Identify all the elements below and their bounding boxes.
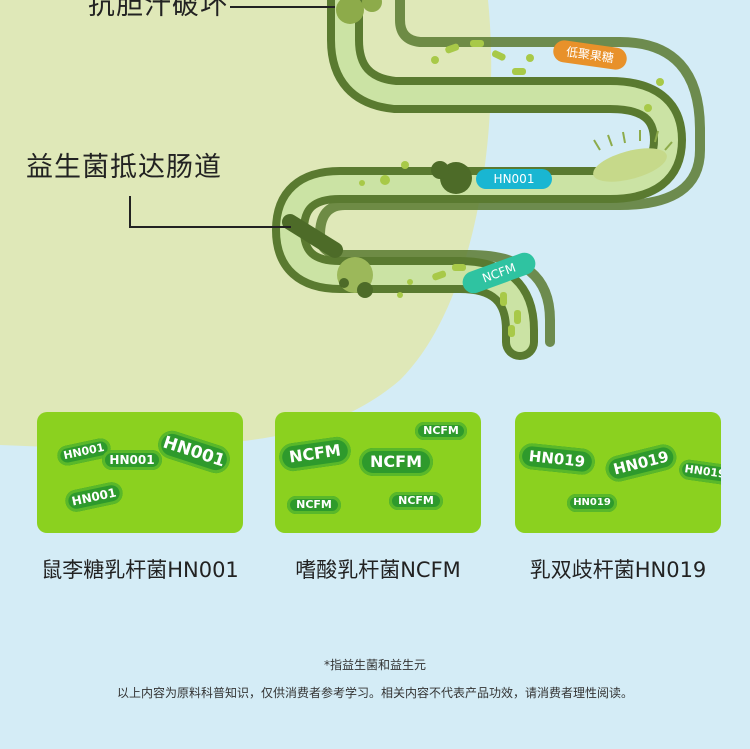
callout-line-middle-v: [129, 196, 131, 227]
card-hn001: HN001 HN001 HN001 HN001: [37, 412, 243, 533]
label-reach-intestine: 益生菌抵达肠道: [26, 152, 222, 183]
pill: HN001: [63, 480, 125, 514]
pill: NCFM: [287, 496, 341, 514]
pill: NCFM: [415, 422, 467, 440]
background-blob: [0, 0, 492, 448]
footnote: *指益生菌和益生元: [323, 658, 426, 672]
pill: HN019: [567, 494, 617, 512]
pill: HN001: [154, 427, 234, 477]
callout-line-top: [230, 6, 335, 8]
pill: NCFM: [277, 435, 353, 473]
card-hn019: HN019 HN019 HN019 HN019: [515, 412, 721, 533]
caption-hn019: 乳双歧杆菌HN019: [529, 558, 707, 582]
pill: HN019: [677, 458, 721, 486]
caption-ncfm: 嗜酸乳杆菌NCFM: [295, 558, 461, 582]
bile-pipe: [282, 214, 343, 258]
pill: NCFM: [389, 492, 443, 510]
label-bile-resistance: 抗胆汁破坏: [88, 0, 228, 21]
pill: HN001: [102, 450, 162, 470]
card-ncfm: NCFM NCFM NCFM NCFM NCFM: [275, 412, 481, 533]
pill: HN019: [517, 442, 597, 476]
ciliated-bacteria: [593, 130, 673, 182]
bacteria-cluster-top: [336, 0, 364, 24]
callout-line-middle-h: [129, 226, 291, 228]
pill: NCFM: [359, 448, 433, 476]
disclaimer: 以上内容为原料科普知识，仅供消费者参考学习。相关内容不代表产品功效，请消费者理性…: [116, 686, 633, 700]
intestine-inner: [280, 0, 678, 352]
tag-hn001: HN001: [476, 169, 552, 189]
pill: HN019: [602, 441, 680, 485]
caption-hn001: 鼠李糖乳杆菌HN001: [41, 558, 239, 582]
